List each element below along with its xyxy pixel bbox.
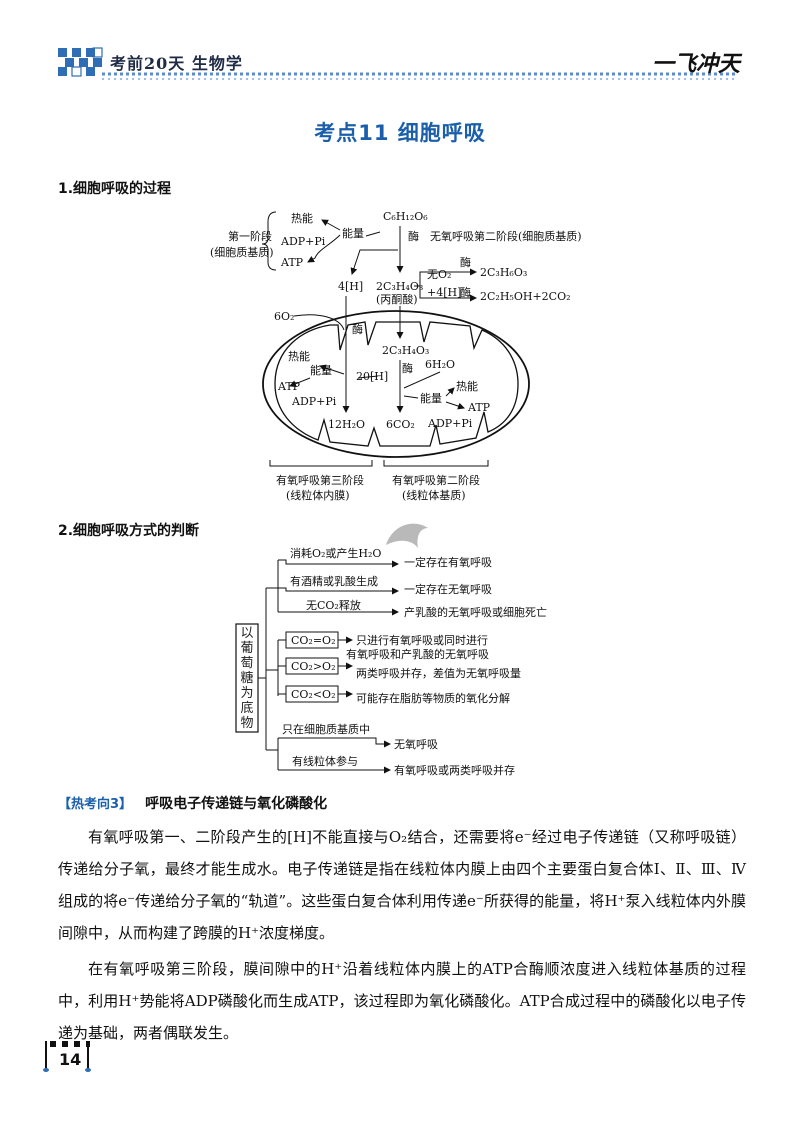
- pyruvate-label: 2C₃H₄O₃: [376, 280, 423, 293]
- adp-pi-label-2: ADP+Pi: [291, 395, 337, 408]
- enzyme-label-1: 酶: [408, 230, 419, 243]
- cond-7: 只在细胞质基质中: [282, 723, 370, 736]
- aerobic-stage2-label: 有氧呼吸第二阶段: [392, 473, 480, 487]
- energy-label-1: 能量: [342, 226, 364, 240]
- pyruvate-label-2: 2C₃H₄O₃: [382, 344, 429, 357]
- plus-4h-label: +4[H]: [427, 286, 461, 299]
- co2-6-label: 6CO₂: [386, 418, 415, 431]
- heat-label-2: 热能: [288, 349, 310, 363]
- lactate-label: 2C₃H₆O₃: [480, 266, 527, 279]
- hot-topic-header: 【热考向3】 呼吸电子传递链与氧化磷酸化: [58, 793, 327, 813]
- stage1-label: 第一阶段: [228, 229, 272, 243]
- result-6: 可能存在脂肪等物质的氧化分解: [356, 691, 510, 705]
- cond-5: CO₂>O₂: [291, 660, 336, 673]
- respiration-judgement-diagram: 消耗O₂或产生H₂O 一定存在有氧呼吸 有酒精或乳酸生成 一定存在无氧呼吸 无C…: [235, 523, 547, 777]
- result-8: 有氧呼吸或两类呼吸并存: [394, 763, 515, 777]
- cond-3: 无CO₂释放: [306, 598, 361, 612]
- heat-label-3: 热能: [456, 379, 478, 393]
- enzyme-label-3: 酶: [460, 286, 471, 299]
- energy-label-2: 能量: [310, 363, 332, 377]
- cond-8: 有线粒体参与: [292, 754, 358, 768]
- cond-1: 消耗O₂或产生H₂O: [290, 546, 381, 560]
- aerobic-stage2-location: (线粒体基质): [402, 488, 466, 502]
- pyruvate-name: (丙酮酸): [376, 292, 418, 306]
- cond-6: CO₂<O₂: [291, 688, 336, 701]
- atp-label-3: ATP: [467, 401, 491, 414]
- cond-4: CO₂=O₂: [291, 634, 336, 647]
- ethanol-label: 2C₂H₅OH+2CO₂: [480, 290, 571, 303]
- hot-topic-tag: 【热考向3】: [58, 797, 133, 812]
- decorative-curl: [386, 523, 428, 548]
- result-5: 两类呼吸并存，差值为无氧呼吸量: [356, 666, 521, 680]
- atp-label-1: ATP: [280, 256, 304, 269]
- glucose-label: C₆H₁₂O₆: [383, 210, 428, 223]
- result-1: 一定存在有氧呼吸: [404, 555, 492, 569]
- cond-2: 有酒精或乳酸生成: [290, 574, 378, 588]
- enzyme-label-2: 酶: [460, 256, 471, 269]
- stage1-location: (细胞质基质): [210, 246, 274, 259]
- result-4: 只进行有氧呼吸或同时进行: [356, 633, 488, 647]
- result-4-line2: 有氧呼吸和产乳酸的无氧呼吸: [346, 647, 489, 661]
- page-number-badge: [43, 1041, 91, 1072]
- result-3: 产乳酸的无氧呼吸或细胞死亡: [404, 605, 547, 619]
- enzyme-label-5: 酶: [402, 362, 413, 375]
- page-header: 考前20天 生物学 一飞冲天: [0, 0, 800, 90]
- header-brand: 一飞冲天: [652, 52, 741, 77]
- mitochondrion-inner-membrane: [274, 321, 519, 447]
- result-2: 一定存在无氧呼吸: [404, 582, 492, 596]
- hot-topic-title: 呼吸电子传递链与氧化磷酸化: [145, 796, 328, 812]
- paragraph-1: 有氧呼吸第一、二阶段产生的[H]不能直接与O₂结合，还需要将e⁻经过电子传递链（…: [58, 828, 746, 942]
- heat-label-1: 热能: [291, 211, 313, 225]
- energy-label-3: 能量: [420, 391, 442, 405]
- anaerobic-stage2-label: 无氧呼吸第二阶段(细胞质基质): [430, 229, 582, 243]
- result-7: 无氧呼吸: [394, 737, 438, 751]
- header-decoration: [58, 47, 738, 80]
- h4-label: 4[H]: [338, 280, 363, 293]
- section2-heading: 2.细胞呼吸方式的判断: [58, 523, 200, 539]
- aerobic-stage3-location: (线粒体内膜): [286, 488, 350, 502]
- root-label: 以葡萄糖为底物: [240, 626, 254, 731]
- aerobic-stage3-label: 有氧呼吸第三阶段: [276, 473, 364, 487]
- adp-pi-label-1: ADP+Pi: [280, 235, 326, 248]
- mitochondrion-outer-membrane: [262, 310, 530, 458]
- section1-heading: 1.细胞呼吸的过程: [58, 181, 172, 197]
- page-number: 14: [59, 1050, 82, 1069]
- header-series-title: 考前20天 生物学: [110, 54, 243, 73]
- enzyme-label-4: 酶: [352, 323, 363, 336]
- o2-label: 6O₂: [274, 310, 294, 323]
- paragraph-2: 在有氧呼吸第三阶段，膜间隙中的H⁺沿着线粒体内膜上的ATP合酶顺浓度进入线粒体基…: [58, 960, 746, 1042]
- atp-label-2: ATP: [277, 380, 301, 393]
- respiration-process-diagram: 第一阶段 (细胞质基质) 热能 能量 ADP+Pi ATP C₆H₁₂O₆ 酶 …: [210, 210, 582, 502]
- no-o2-label: 无O₂: [427, 268, 451, 281]
- adp-pi-label-3: ADP+Pi: [427, 417, 473, 430]
- h2o-6-label: 6H₂O: [425, 358, 455, 371]
- page-title: 考点11 细胞呼吸: [314, 121, 486, 145]
- water-12-label: 12H₂O: [328, 418, 365, 431]
